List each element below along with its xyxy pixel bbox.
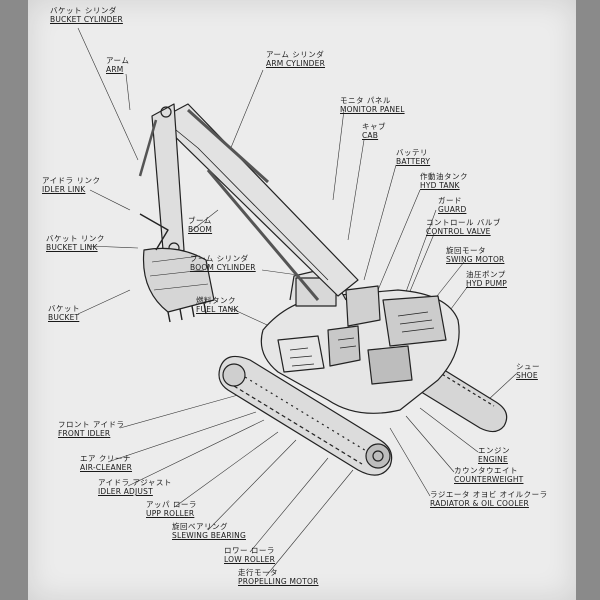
leader-lines — [77, 27, 517, 577]
label-bucket: バケット BUCKET — [48, 304, 80, 322]
label-jp: バケット リンク — [46, 234, 105, 243]
label-en: BOOM CYLINDER — [190, 263, 256, 272]
upper-structure — [260, 267, 460, 414]
label-upp-roller: アッパ ローラ UPP ROLLER — [146, 500, 197, 518]
label-bucket-link: バケット リンク BUCKET LINK — [46, 234, 105, 252]
label-slewing-bearing: 旋回ベアリング SLEWING BEARING — [172, 522, 246, 540]
label-jp: エア クリーナ — [80, 454, 131, 463]
label-engine: エンジン ENGINE — [478, 446, 510, 464]
label-radiator-oil-cooler: ラジエータ オヨビ オイルクーラ RADIATOR & OIL COOLER — [430, 490, 548, 508]
label-battery: バッテリ BATTERY — [396, 148, 430, 166]
label-en: RADIATOR & OIL COOLER — [430, 499, 529, 508]
label-jp: ロワー ローラ — [224, 546, 275, 555]
bucket — [139, 213, 215, 323]
label-en: BUCKET LINK — [46, 243, 98, 252]
label-idler-adjust: アイドラ アジャスト IDLER ADJUST — [98, 478, 172, 496]
label-en: BATTERY — [396, 157, 431, 166]
label-en: GUARD — [438, 205, 467, 214]
label-en: CAB — [362, 131, 379, 140]
label-en: FUEL TANK — [196, 305, 239, 314]
excavator-illustration — [77, 27, 517, 577]
label-jp: アイドラ アジャスト — [98, 478, 172, 487]
label-jp: アーム — [106, 56, 130, 65]
label-en: SHOE — [516, 371, 538, 380]
label-jp: アーム シリンダ — [266, 50, 325, 59]
label-en: CONTROL VALVE — [426, 227, 491, 236]
label-jp: キャブ — [362, 122, 386, 131]
label-jp: バッテリ — [396, 148, 428, 157]
label-jp: ブーム シリンダ — [190, 254, 249, 263]
label-en: SWING MOTOR — [446, 255, 505, 264]
label-shoe: シュー SHOE — [516, 362, 540, 380]
label-hyd-tank: 作動油タンク HYD TANK — [420, 172, 468, 190]
label-en: BUCKET CYLINDER — [50, 15, 123, 24]
label-guard: ガード GUARD — [438, 196, 466, 214]
label-hyd-pump: 油圧ポンプ HYD PUMP — [466, 270, 507, 288]
label-en: MONITOR PANEL — [340, 105, 405, 114]
label-en: COUNTERWEIGHT — [454, 475, 524, 484]
label-jp: ラジエータ オヨビ オイルクーラ — [430, 490, 548, 499]
label-jp: バケット シリンダ — [50, 6, 117, 15]
label-en: IDLER LINK — [42, 185, 86, 194]
label-en: BOOM — [188, 225, 213, 234]
label-arm: アーム ARM — [106, 56, 129, 74]
diagram-sheet: バケット シリンダ BUCKET CYLINDER アーム ARM アーム シリ… — [28, 0, 576, 600]
label-jp: 走行モータ — [238, 568, 278, 577]
label-monitor-panel: モニタ パネル MONITOR PANEL — [340, 96, 405, 114]
label-jp: シュー — [516, 362, 540, 371]
label-en: ARM — [106, 65, 124, 74]
label-propelling-motor: 走行モータ PROPELLING MOTOR — [238, 568, 319, 586]
label-en: BUCKET — [48, 313, 80, 322]
label-fuel-tank: 燃料タンク FUEL TANK — [196, 296, 239, 314]
boom — [157, 103, 359, 301]
label-jp: モニタ パネル — [340, 96, 391, 105]
label-jp: バケット — [48, 304, 80, 313]
label-jp: フロント アイドラ — [58, 420, 125, 429]
label-jp: アッパ ローラ — [146, 500, 197, 509]
label-control-valve: コントロール バルブ CONTROL VALVE — [426, 218, 501, 236]
label-jp: 旋回ベアリング — [172, 522, 228, 531]
arm — [138, 103, 185, 263]
label-counterweight: カウンタウエイト COUNTERWEIGHT — [454, 466, 523, 484]
label-front-idler: フロント アイドラ FRONT IDLER — [58, 420, 125, 438]
label-air-cleaner: エア クリーナ AIR-CLEANER — [80, 454, 132, 472]
label-en: SLEWING BEARING — [172, 531, 246, 540]
label-en: HYD PUMP — [466, 279, 507, 288]
label-jp: 燃料タンク — [196, 296, 236, 305]
label-swing-motor: 旋回モータ SWING MOTOR — [446, 246, 504, 264]
label-en: IDLER ADJUST — [98, 487, 153, 496]
label-jp: アイドラ リンク — [42, 176, 101, 185]
label-en: LOW ROLLER — [224, 555, 276, 564]
label-en: UPP ROLLER — [146, 509, 195, 518]
label-en: AIR-CLEANER — [80, 463, 133, 472]
label-boom: ブーム BOOM — [188, 216, 212, 234]
label-jp: エンジン — [478, 446, 510, 455]
label-en: HYD TANK — [420, 181, 460, 190]
label-en: PROPELLING MOTOR — [238, 577, 319, 586]
label-arm-cylinder: アーム シリンダ ARM CYLINDER — [266, 50, 325, 68]
label-boom-cylinder: ブーム シリンダ BOOM CYLINDER — [190, 254, 256, 272]
label-bucket-cylinder: バケット シリンダ BUCKET CYLINDER — [50, 6, 123, 24]
label-en: FRONT IDLER — [58, 429, 111, 438]
label-jp: カウンタウエイト — [454, 466, 518, 475]
label-jp: ガード — [438, 196, 462, 205]
label-en: ARM CYLINDER — [266, 59, 326, 68]
label-jp: コントロール バルブ — [426, 218, 501, 227]
label-low-roller: ロワー ローラ LOW ROLLER — [224, 546, 275, 564]
label-jp: 油圧ポンプ — [466, 270, 506, 279]
label-idler-link: アイドラ リンク IDLER LINK — [42, 176, 101, 194]
label-cab: キャブ CAB — [362, 122, 386, 140]
label-jp: ブーム — [188, 216, 212, 225]
label-en: ENGINE — [478, 455, 508, 464]
label-jp: 作動油タンク — [420, 172, 468, 181]
label-jp: 旋回モータ — [446, 246, 486, 255]
